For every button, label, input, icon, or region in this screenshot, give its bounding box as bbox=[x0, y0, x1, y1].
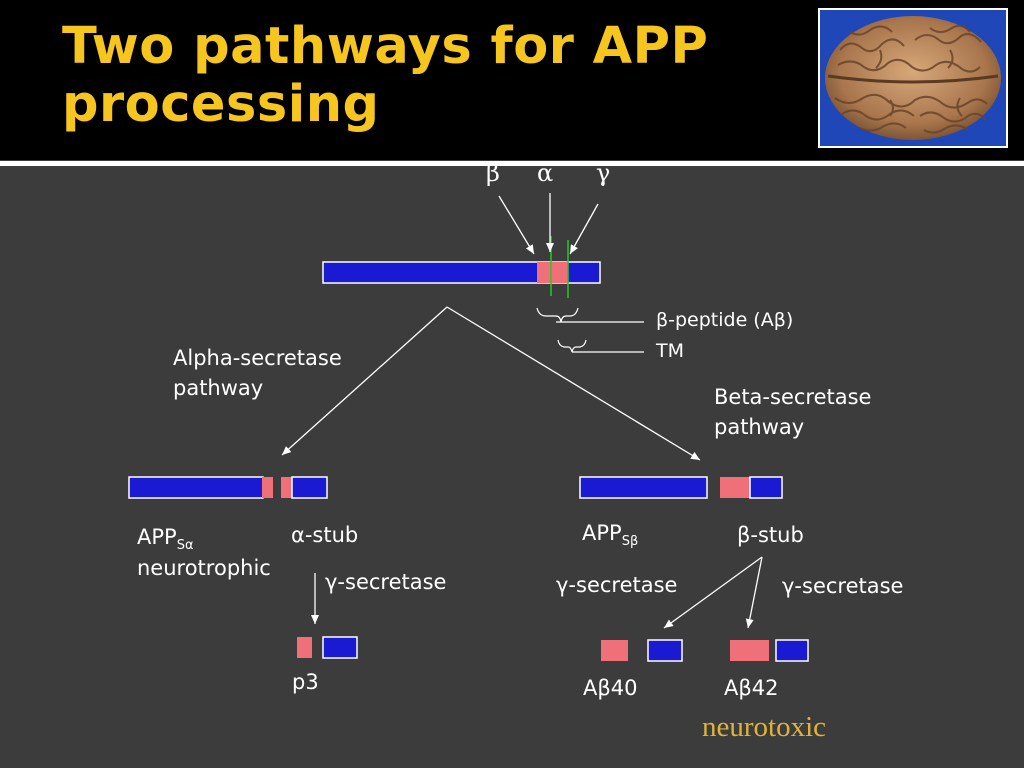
abeta42-aicd bbox=[775, 639, 809, 662]
beta-pathway-arrow bbox=[446, 306, 701, 461]
apps-alpha-label: APPSα bbox=[137, 522, 194, 561]
slide-title-line-1: Two pathways for APP bbox=[62, 17, 709, 76]
alpha-pathway-label: Alpha-secretase pathway bbox=[173, 343, 342, 403]
gamma-secretase-mid-label: γ-secretase bbox=[556, 573, 678, 597]
alpha-pathway-label-line-2: pathway bbox=[173, 376, 264, 400]
neurotoxic-label: neurotoxic bbox=[702, 711, 827, 743]
beta-pathway-label-line-1: Beta-secretase bbox=[714, 385, 872, 409]
gamma-site-label: γ bbox=[596, 159, 611, 187]
beta-peptide-label: β-peptide (Aβ) bbox=[656, 309, 794, 331]
abeta42-label: Aβ42 bbox=[724, 676, 779, 700]
alpha-products-bar bbox=[128, 476, 328, 499]
p3-label: p3 bbox=[292, 670, 319, 694]
beta-stub-peptide bbox=[720, 477, 750, 498]
app-full-length-bar bbox=[322, 261, 601, 284]
apps-alpha-peptide-end bbox=[262, 477, 273, 498]
beta-products-bar bbox=[579, 476, 783, 499]
beta-stub-domain bbox=[749, 476, 783, 499]
title-divider bbox=[0, 161, 1024, 166]
beta-peptide-brace bbox=[536, 307, 579, 323]
beta-site-arrow bbox=[498, 195, 535, 255]
alpha-stub-domain bbox=[291, 476, 328, 499]
abeta40-peptide bbox=[601, 640, 628, 661]
beta-pathway-label: Beta-secretase pathway bbox=[714, 382, 871, 442]
beta-pathway-label-line-2: pathway bbox=[714, 415, 805, 439]
alpha-pathway-label-line-1: Alpha-secretase bbox=[173, 346, 342, 370]
brain-photo bbox=[818, 8, 1008, 148]
abeta40-arrow bbox=[663, 556, 763, 629]
abeta40-aicd bbox=[647, 639, 683, 662]
abeta40-label: Aβ40 bbox=[583, 676, 638, 700]
apps-alpha-label-main: APP bbox=[137, 525, 177, 549]
gamma-secretase-left-label: γ-secretase bbox=[325, 570, 447, 594]
gamma-site-arrow bbox=[569, 203, 599, 255]
tm-brace bbox=[557, 339, 587, 353]
apps-beta-label: APPSβ bbox=[582, 518, 638, 557]
slide-title-line-2: processing bbox=[62, 75, 380, 134]
beta-site-label: β bbox=[486, 159, 500, 187]
apps-beta-fragment bbox=[579, 476, 708, 499]
apps-beta-label-main: APP bbox=[582, 521, 622, 545]
brain-illustration bbox=[825, 16, 1001, 140]
abeta42-peptide bbox=[730, 640, 769, 661]
beta-stub-label: β-stub bbox=[737, 523, 804, 547]
slide-title: Two pathways for APP processing bbox=[62, 18, 782, 134]
alpha-pathway-arrow bbox=[281, 306, 448, 456]
gamma-secretase-right-label: γ-secretase bbox=[782, 574, 904, 598]
apps-beta-label-sub: Sβ bbox=[621, 534, 639, 549]
alpha-stub-label: α-stub bbox=[291, 523, 359, 547]
neurotrophic-label: neurotrophic bbox=[137, 556, 271, 580]
p3-peptide bbox=[297, 637, 312, 658]
apps-alpha-label-sub: Sα bbox=[176, 538, 194, 553]
abeta-region bbox=[537, 262, 568, 283]
apps-alpha-fragment bbox=[128, 476, 264, 499]
p3-aicd bbox=[322, 636, 358, 659]
alpha-site-label: α bbox=[537, 159, 554, 187]
app-domain bbox=[322, 261, 601, 284]
abeta42-arrow bbox=[745, 556, 763, 629]
alpha-stub-peptide bbox=[281, 477, 292, 498]
tm-label: TM bbox=[656, 340, 684, 362]
